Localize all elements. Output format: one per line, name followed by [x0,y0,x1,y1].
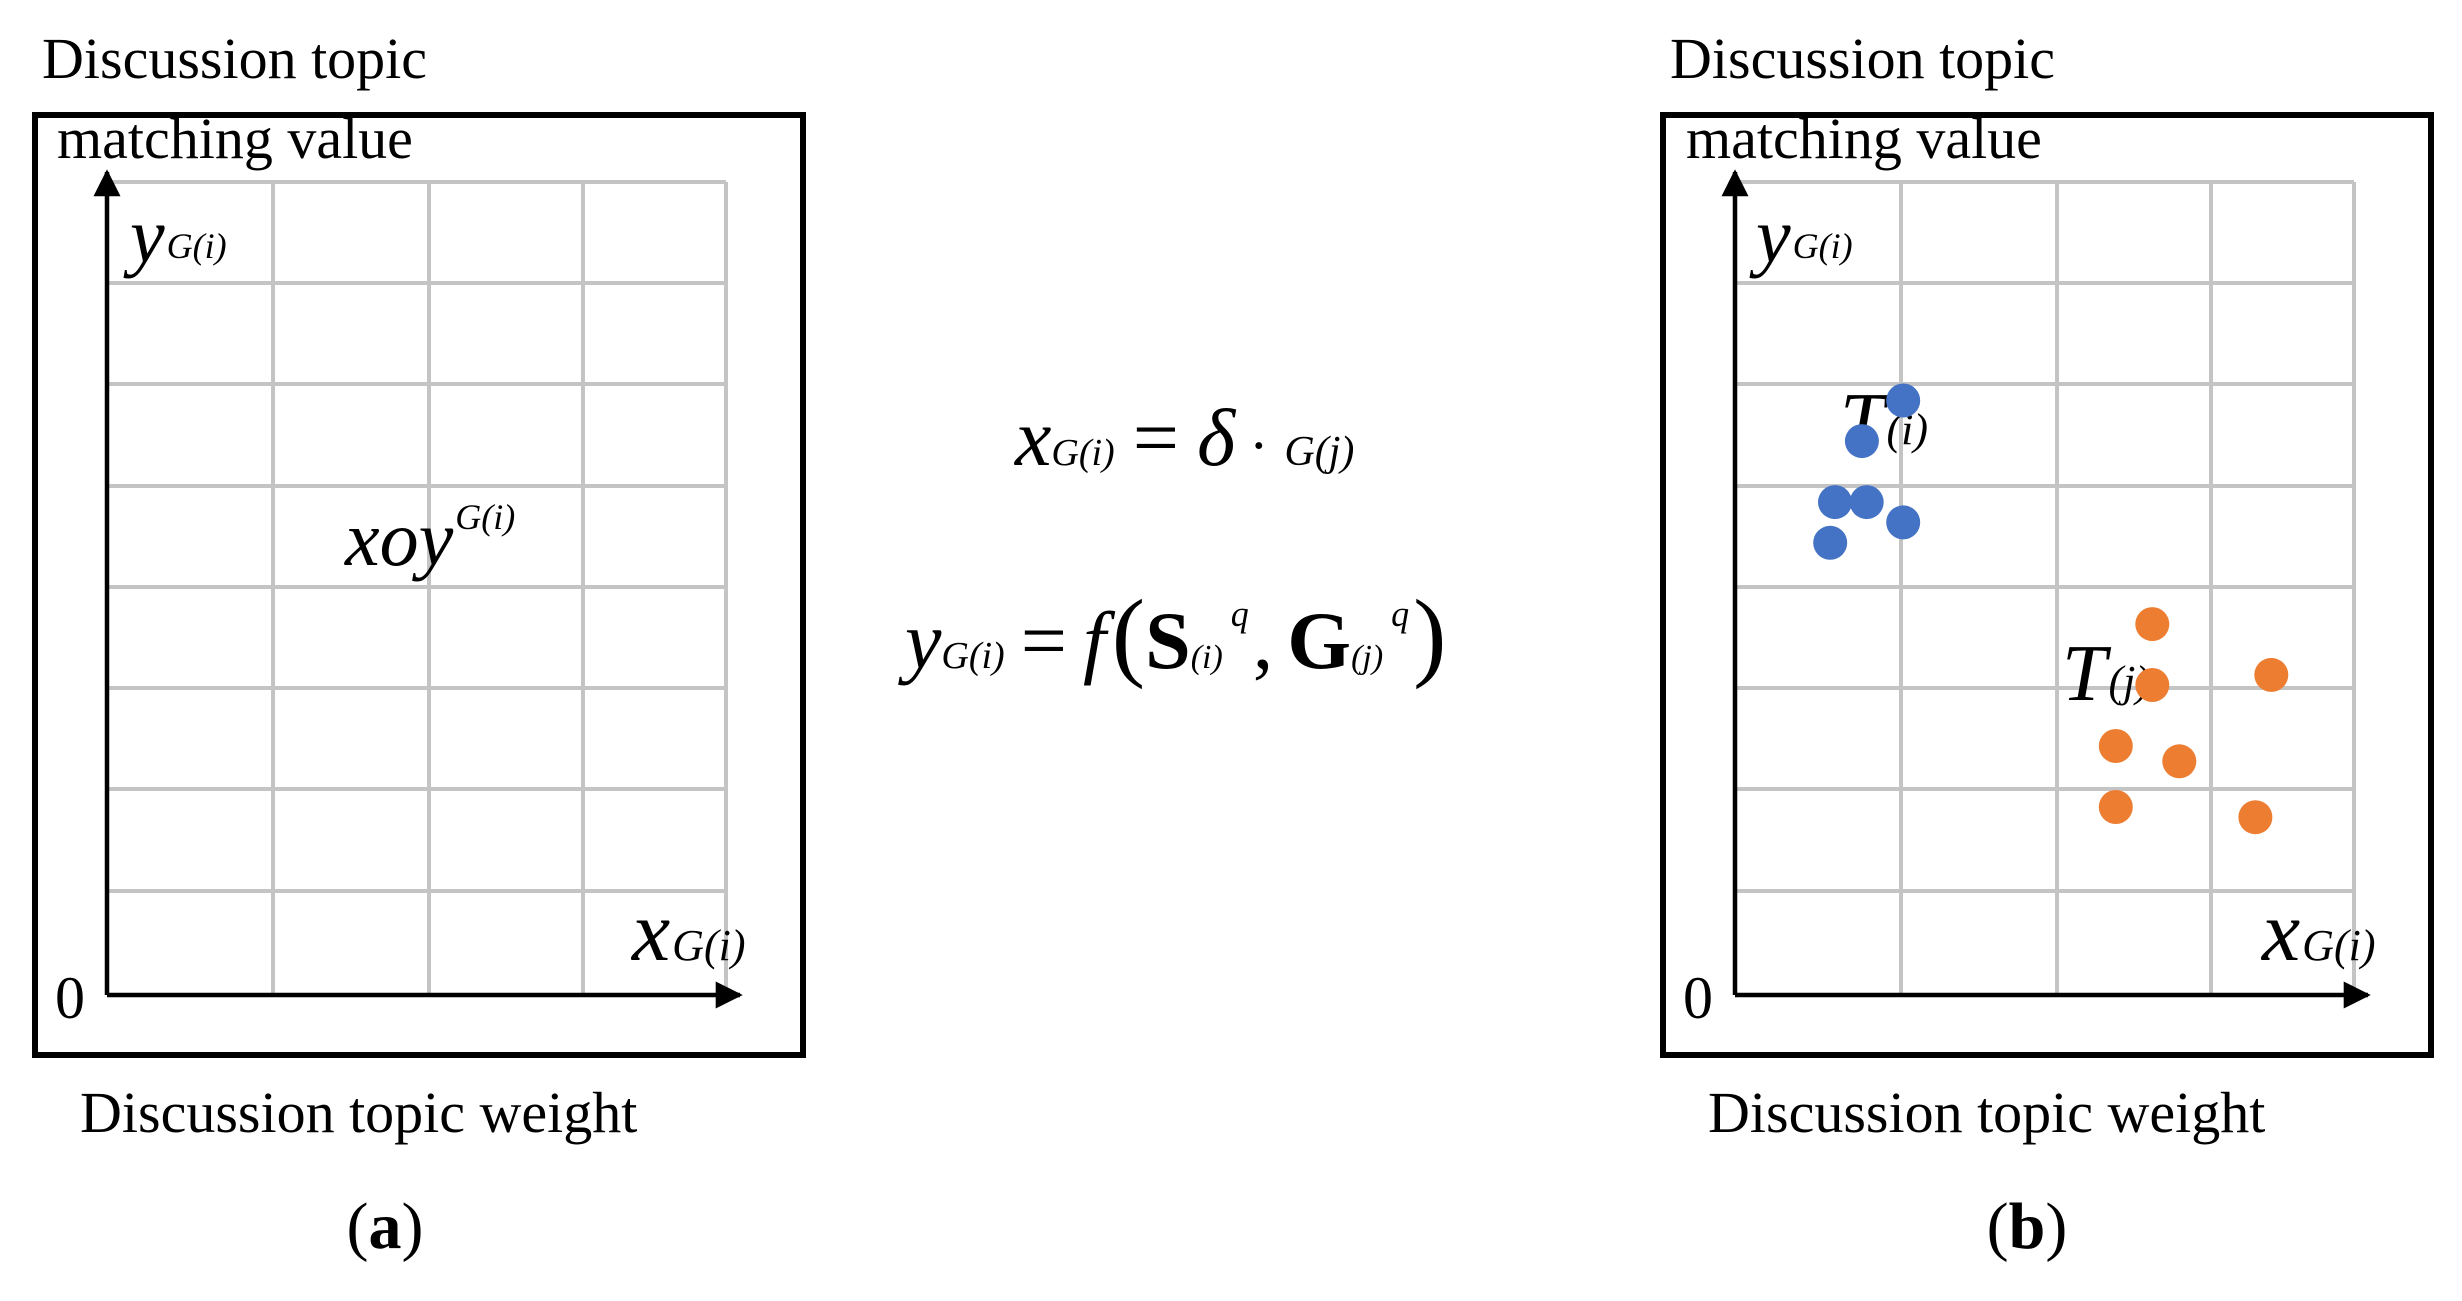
panel-b-x-axis-title: Discussion topic weight [1708,1080,2265,1145]
equation-y-definition: yG(i)=f(S(i)q,G(j)q) [898,579,1446,690]
cluster-j-point-3 [2135,668,2170,702]
panel-a-origin-label: 0 [55,965,85,1031]
cluster-i-point-1 [1844,424,1879,459]
panel-b-y-axis-symbol: yG(i) [1749,192,1853,279]
panel-a-y-axis-symbol: yG(i) [123,192,227,279]
cluster-i-point-3 [1813,525,1848,560]
cluster-j-point-7 [2238,800,2273,835]
cluster-i-point-6 [1849,485,1884,520]
equation-x-definition: xG(i)=δ·G(j) [1014,392,1354,483]
panel-b-frame [1660,112,2434,1058]
panel-a-y-axis-title-line1: Discussion topic [42,26,427,91]
panel-a-caption: (a) [347,1190,424,1263]
cluster-j-point-2 [2254,657,2289,692]
panel-a-frame [32,112,806,1058]
panel-a-x-axis-title: Discussion topic weight [80,1080,637,1145]
cluster-j-point-4 [2098,729,2133,763]
panel-b-cluster-j-label: T(j) [2062,630,2150,718]
panel-b-y-axis-title-line2: matching value [1686,106,2042,171]
cluster-j-point-1 [2135,607,2170,642]
cluster-j-point-6 [2098,790,2133,824]
panel-b: Discussion topic matching value 0 yG(i) … [1660,26,2434,1263]
cluster-j-point-5 [2162,744,2197,779]
panel-a-plane-symbol: xoyG(i) [344,495,515,582]
cluster-i-point-4 [1886,383,1921,418]
panel-b-caption: (b) [1987,1190,2068,1263]
equations: xG(i)=δ·G(j) yG(i)=f(S(i)q,G(j)q) [898,392,1446,690]
panel-b-y-axis-title-line1: Discussion topic [1670,26,2055,91]
panel-a-y-axis-title-line2: matching value [57,106,413,171]
cluster-i-point-5 [1886,505,1921,540]
panel-a: Discussion topic matching value 0 yG(i) … [32,26,806,1263]
cluster-i-point-2 [1818,485,1852,520]
panel-a-x-axis-symbol: xG(i) [630,883,745,979]
panel-b-grid [1735,180,2356,995]
panel-b-scatter-points [1813,383,2289,835]
panel-b-x-axis-symbol: xG(i) [2260,883,2375,979]
panel-a-grid [107,180,728,995]
panel-b-origin-label: 0 [1683,965,1713,1031]
